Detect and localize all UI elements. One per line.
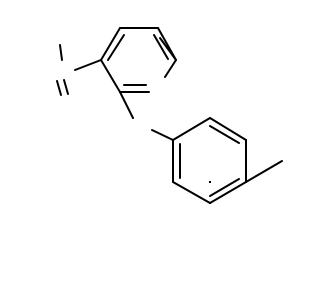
bond-b2-b3-inner [209,125,240,144]
bond-nitro-o-top [59,44,63,61]
bond-c3-nitro [74,59,102,71]
structure-diagram [56,27,283,204]
bond-nitro-o-bottom-2 [56,80,62,96]
bond-c5-c6-inner [153,34,169,60]
bond-b4-b5-inner [209,178,240,197]
bond-b5-b6 [172,181,211,204]
bond-c2-c3 [100,59,121,93]
bond-c3-c4-inner [107,34,125,61]
bond-nitro-o-bottom [63,79,69,95]
bond-nh-c1prime [151,129,174,141]
pyridine-ring [100,27,177,93]
bond-c6-n1 [164,59,177,78]
bond-c3-c4 [100,27,121,61]
bond-c2-nh [119,91,134,119]
benzene-ring [172,117,247,204]
bond-b4-b5 [209,181,247,204]
bond-b2-b3 [209,117,247,141]
bond-ring-to-carbonylc [245,160,283,183]
bond-c6-cl [159,37,177,61]
molecule-canvas [56,27,283,204]
bond-b1-b2 [172,117,211,141]
